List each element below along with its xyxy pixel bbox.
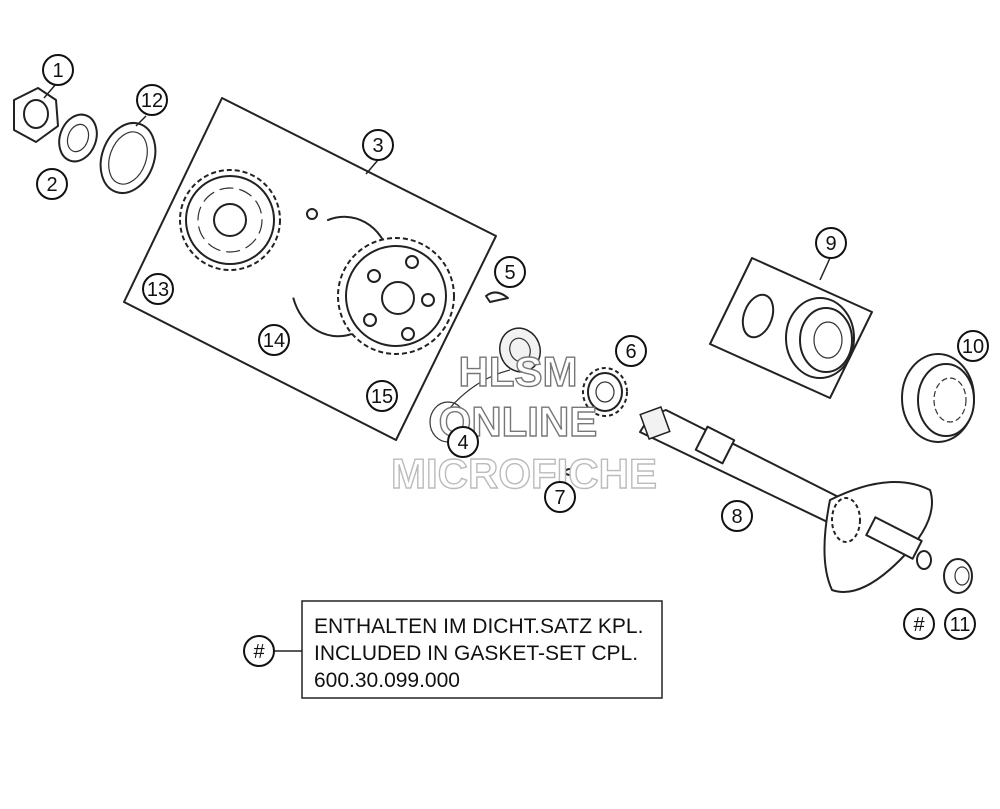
callout-8-label: 8	[731, 506, 742, 528]
callout-1-label: 1	[52, 60, 63, 82]
callout-11: 11	[944, 608, 976, 640]
callout-2: 2	[36, 168, 68, 200]
callout-12: 12	[136, 84, 168, 116]
callout-2-label: 2	[46, 174, 57, 196]
callout-4-label: 4	[457, 432, 468, 454]
part-13-gear	[179, 169, 281, 271]
callout-3-label: 3	[372, 135, 383, 157]
leader-lines	[43, 83, 831, 281]
callout-13: 13	[142, 273, 174, 305]
callout-14: 14	[258, 324, 290, 356]
callout-7: 7	[544, 481, 576, 513]
part-7-key	[564, 468, 576, 476]
callout-9: 9	[815, 227, 847, 259]
part-5-key	[485, 291, 509, 303]
bearing-kit-outline	[709, 257, 873, 399]
note-line-1: ENTHALTEN IM DICHT.SATZ KPL.	[314, 615, 643, 638]
part-2-washer	[58, 113, 98, 163]
note-line-3: 600.30.099.000	[314, 669, 460, 692]
callout-9-label: 9	[825, 233, 836, 255]
callout-12-label: 12	[141, 90, 163, 112]
callout-13-label: 13	[147, 279, 169, 301]
gasket-set-note: # ENTHALTEN IM DICHT.SATZ KPL. INCLUDED …	[243, 600, 663, 699]
note-box	[301, 600, 663, 699]
part-11-seal	[943, 558, 973, 594]
callout-8: 8	[721, 500, 753, 532]
part-12-shim	[99, 122, 157, 194]
callout-11-label: 11	[950, 614, 971, 636]
callout-15-label: 15	[371, 386, 393, 408]
callout-hash-parts-label: #	[913, 614, 925, 636]
note-hash-label: #	[253, 641, 265, 663]
part-1-hex-nut	[13, 87, 59, 143]
callout-4: 4	[447, 426, 479, 458]
callout-6-label: 6	[625, 341, 636, 363]
gear-kit-outline	[123, 97, 497, 441]
part-10-needle-bearing	[901, 353, 975, 443]
callout-hash-parts: #	[903, 608, 935, 640]
callout-5: 5	[494, 256, 526, 288]
watermark-line3: MICROFICHE	[391, 450, 657, 497]
callout-10: 10	[957, 330, 989, 362]
part-15-gear	[337, 237, 455, 355]
callout-5-label: 5	[504, 262, 515, 284]
callout-14-label: 14	[263, 330, 285, 352]
note-line-2: INCLUDED IN GASKET-SET CPL.	[314, 642, 638, 665]
watermark-line1: HLSM	[459, 348, 578, 395]
part-6-sprocket	[582, 367, 628, 417]
callout-6: 6	[615, 335, 647, 367]
callout-3: 3	[362, 129, 394, 161]
callout-15: 15	[366, 380, 398, 412]
callout-1: 1	[42, 54, 74, 86]
part-9-bearing	[741, 293, 855, 379]
callout-7-label: 7	[554, 487, 565, 509]
part-8-balancer-shaft	[639, 406, 933, 593]
part-4-collar	[429, 327, 541, 443]
callout-10-label: 10	[962, 336, 984, 358]
